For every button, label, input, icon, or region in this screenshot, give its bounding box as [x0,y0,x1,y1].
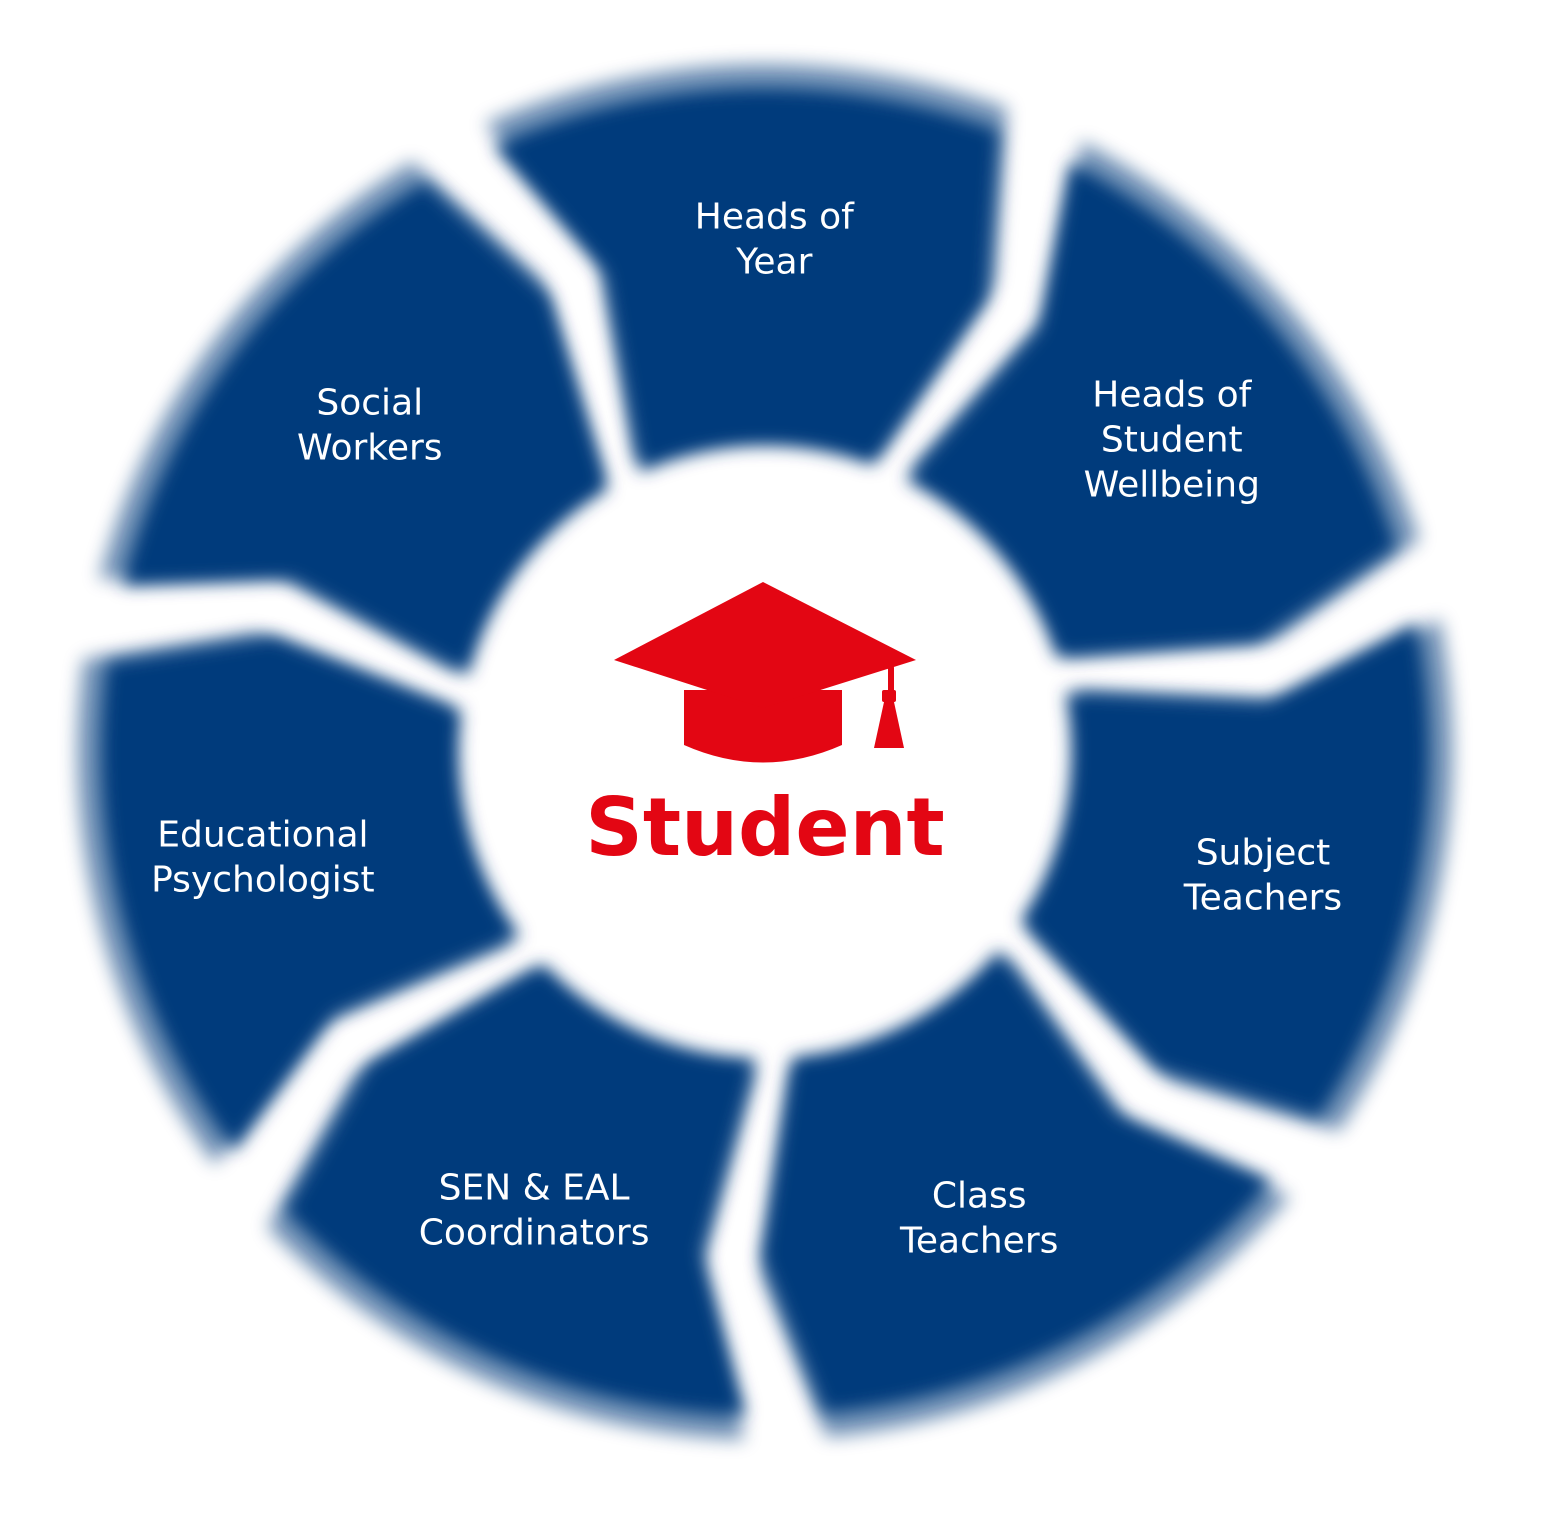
segment-label-line: Wellbeing [1084,464,1260,505]
segment-heads-of-student-wellbeing [906,162,1397,658]
segment-class-teachers [761,950,1272,1414]
segment-educational-psychologist [101,636,520,1151]
center-hub: Student [585,582,945,874]
segment-social-workers [122,181,608,675]
segment-label-line: Workers [297,427,443,468]
segment-label-line: Coordinators [419,1213,650,1254]
segment-label-line: Year [735,242,812,283]
segment-label-line: Psychologist [151,860,375,901]
segments [76,64,1453,1440]
segment-label-line: Student [1101,419,1243,460]
center-label-student: Student [585,781,945,874]
segment-subject-teachers [1021,623,1429,1119]
segment-sen-eal-coordinators [284,963,756,1416]
segment-label-line: Teachers [1183,878,1342,919]
segment-label-line: Social [316,382,423,423]
segment-label-line: Heads of [695,197,855,238]
segment-label-line: Class [932,1176,1027,1217]
segment-label-line: Teachers [899,1221,1058,1262]
segment-heads-of-year [494,88,999,472]
segment-label-line: Heads of [1092,374,1252,415]
graduation-cap-icon [614,582,916,763]
segment-label-line: Educational [157,815,368,856]
segment-label-line: SEN & EAL [439,1168,630,1209]
segment-label-line: Subject [1196,833,1331,874]
